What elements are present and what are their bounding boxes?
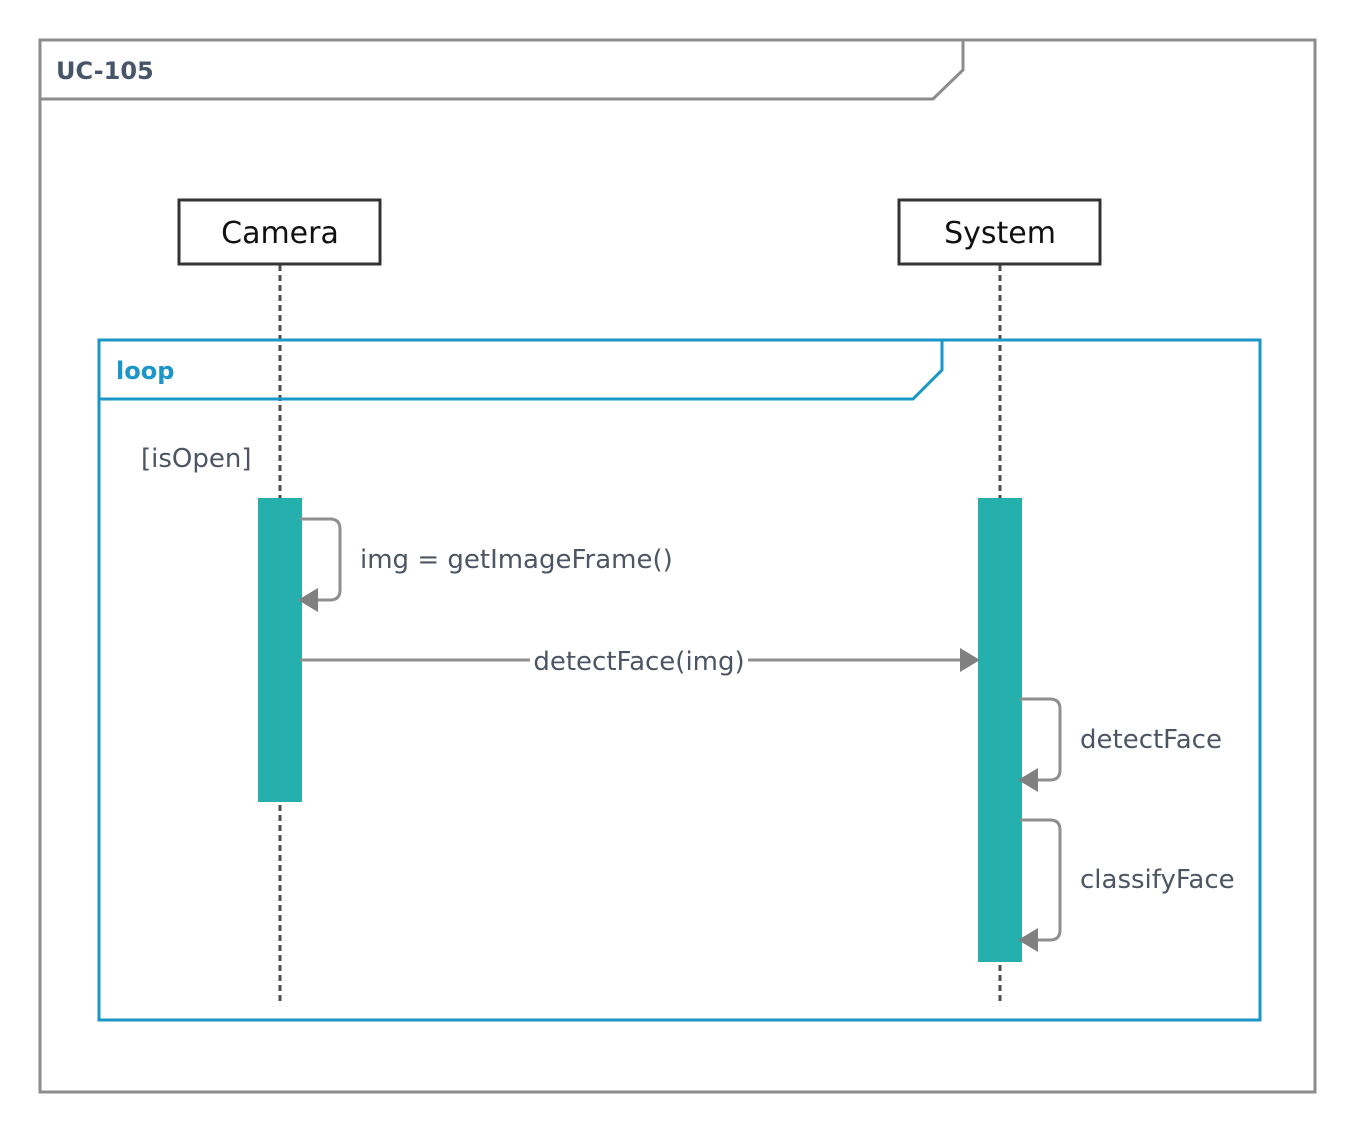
message-detect-face[interactable]: detectFace bbox=[1018, 697, 1222, 792]
participant-system-label: System bbox=[944, 216, 1056, 251]
loop-title-tab bbox=[99, 340, 944, 401]
message-classify-face-label: classifyFace bbox=[1080, 865, 1235, 895]
outer-frame-title-tab bbox=[40, 40, 965, 101]
participant-camera-label: Camera bbox=[221, 216, 339, 251]
message-classify-face[interactable]: classifyFace bbox=[1018, 818, 1235, 952]
loop-guard-label: [isOpen] bbox=[141, 444, 252, 474]
participant-system-box[interactable] bbox=[897, 198, 1102, 266]
loop-operator-label: loop bbox=[116, 357, 174, 385]
message-detect-face-img[interactable]: detectFace(img) bbox=[300, 647, 980, 677]
participant-camera-box[interactable] bbox=[177, 198, 382, 266]
message-get-image-frame-line bbox=[300, 517, 342, 602]
outer-frame-border bbox=[38, 38, 1317, 1094]
loop-fragment-border bbox=[97, 338, 1262, 1022]
message-get-image-frame[interactable]: img = getImageFrame() bbox=[298, 517, 673, 612]
frame-title: UC-105 bbox=[56, 57, 154, 85]
message-get-image-frame-arrowhead bbox=[298, 588, 318, 612]
message-detect-face-img-arrowhead bbox=[960, 648, 980, 672]
message-classify-face-arrowhead bbox=[1018, 928, 1038, 952]
outer-frame: UC-105 bbox=[38, 38, 1317, 1094]
message-classify-face-line bbox=[1020, 818, 1062, 942]
message-detect-face-label: detectFace bbox=[1080, 725, 1222, 755]
message-detect-face-line bbox=[1020, 697, 1062, 782]
camera-activation-bar bbox=[258, 498, 302, 802]
system-activation-bar bbox=[978, 498, 1022, 962]
message-detect-face-arrowhead bbox=[1018, 768, 1038, 792]
participant-system[interactable]: System bbox=[897, 198, 1102, 266]
message-get-image-frame-label: img = getImageFrame() bbox=[360, 545, 673, 575]
participant-camera[interactable]: Camera bbox=[177, 198, 382, 266]
message-detect-face-img-label: detectFace(img) bbox=[533, 647, 744, 677]
loop-fragment: loop [isOpen] bbox=[97, 338, 1262, 1022]
